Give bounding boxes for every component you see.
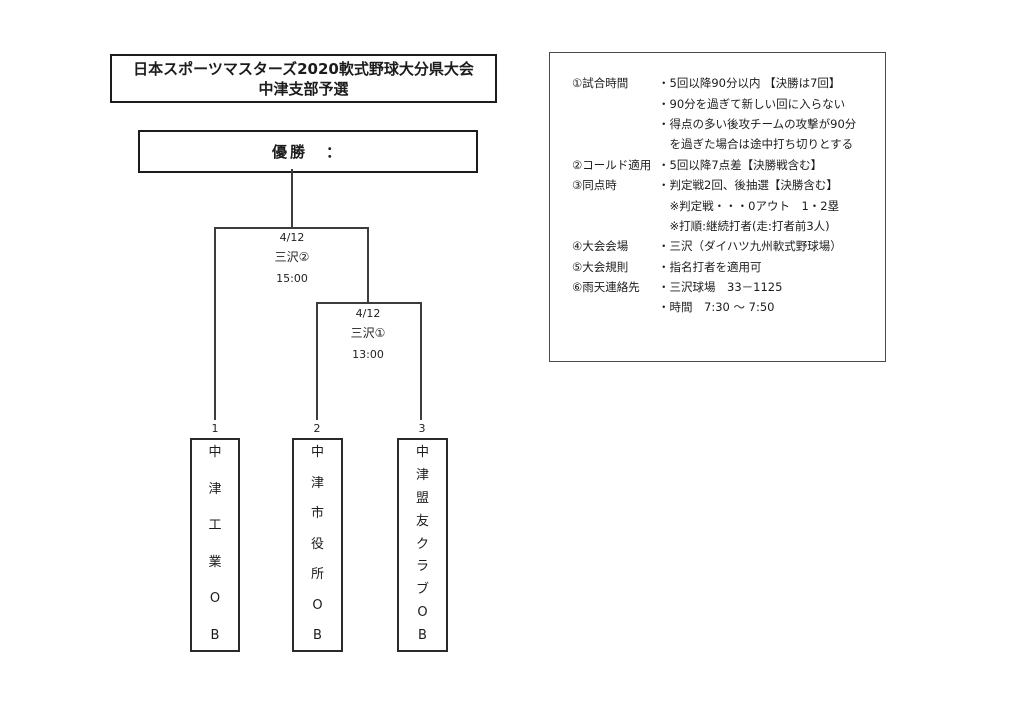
rule-text: ・時間 7:30 ～ 7:50 [658,300,775,315]
bracket-line-semi-horizontal [316,302,422,304]
rule-label: ②コールド適用 [572,157,652,172]
rule-row: ④大会会場 ・三沢（ダイハツ九州軟式野球場） [572,236,879,256]
rule-label: ④大会会場 [572,239,629,254]
semi-match-label: 4/12 三沢① 13:00 [323,307,413,361]
seed-number-3: 3 [418,422,426,435]
bracket-line-semi-left [316,302,318,420]
rule-row: ・時間 7:30 ～ 7:50 [572,297,879,317]
champion-label: 優勝 ： [271,143,344,161]
semi-date: 4/12 [355,307,381,320]
final-time: 15:00 [276,272,308,285]
rule-label: ⑥雨天連絡先 [572,280,640,295]
rule-text: ・三沢（ダイハツ九州軟式野球場） [658,239,842,254]
team2-char: 中 [310,445,324,460]
title-box: 日本スポーツマスターズ2020軟式野球大分県大会 中津支部予選 [110,54,497,103]
seed-number-2: 2 [313,422,321,435]
team2-char: 市 [310,506,324,521]
rule-row: ※打順:継続打者(走:打者前3人) [572,216,879,236]
rules-box: ①試合時間 ・5回以降90分以内 【決勝は7回】 ・90分を過ぎて新しい回に入ら… [549,52,886,362]
seed-number-1: 1 [211,422,219,435]
rule-row: ①試合時間 ・5回以降90分以内 【決勝は7回】 [572,73,879,93]
rule-row: ③同点時 ・判定戦2回、後抽選【決勝含む】 [572,175,879,195]
team1-char: O [209,591,221,607]
rule-row: を過ぎた場合は途中打ち切りとする [572,134,879,154]
team3-char: 津 [415,467,429,483]
semi-venue: 三沢① [350,326,386,340]
team3-char: 中 [415,445,429,460]
rule-text: ・90分を過ぎて新しい回に入らない [658,96,846,111]
team1-char: 津 [208,481,222,497]
rule-label: ③同点時 [572,178,617,193]
rule-row: ⑤大会規則 ・指名打者を適用可 [572,257,879,277]
champion-box: 優勝 ： [138,130,478,173]
rule-text: ・得点の多い後攻チームの攻撃が90分 [658,116,857,131]
team3-char: B [418,628,427,643]
bracket-line-final-right [367,227,369,304]
rule-row: ②コールド適用 ・5回以降7点差【決勝戦含む】 [572,155,879,175]
rule-label: ①試合時間 [572,76,629,91]
team1-char: B [210,627,220,643]
team1-char: 業 [208,554,222,570]
rule-text: ・5回以降90分以内 【決勝は7回】 [658,76,841,91]
final-venue: 三沢② [274,250,310,264]
team-box-nakatsu-kogyo-ob: 中 津 工 業 O B [190,438,240,652]
team1-char: 中 [208,445,222,460]
rule-row: ⑥雨天連絡先 ・三沢球場 33－1125 [572,277,879,297]
bracket-line-final-horizontal [214,227,369,229]
rule-text: を過ぎた場合は途中打ち切りとする [658,137,854,152]
rule-row: ※判定戦・・・0アウト 1・2塁 [572,195,879,215]
final-match-label: 4/12 三沢② 15:00 [247,231,337,285]
title-line2: 中津支部予選 [258,79,349,98]
team-box-nakatsu-shiyakusho-ob: 中 津 市 役 所 O B [292,438,343,652]
rule-text: ・判定戦2回、後抽選【決勝含む】 [658,178,838,193]
rule-row: ・90分を過ぎて新しい回に入らない [572,93,879,113]
title-line1: 日本スポーツマスターズ2020軟式野球大分県大会 [133,59,474,78]
rule-text: ・指名打者を適用可 [658,259,762,274]
rule-text: ※判定戦・・・0アウト 1・2塁 [658,198,840,213]
team3-char: ク [415,536,429,552]
semi-time: 13:00 [352,348,384,361]
team-box-nakatsu-meiyu-club-ob: 中 津 盟 友 ク ラ ブ O B [397,438,448,652]
bracket-line-semi-right [420,302,422,420]
team3-char: 盟 [415,490,429,506]
team1-char: 工 [208,518,222,534]
bracket-line-final-left [214,227,216,420]
team2-char: 所 [310,567,324,582]
final-date: 4/12 [279,231,305,244]
team2-char: O [312,597,323,613]
rule-text: ※打順:継続打者(走:打者前3人) [658,218,830,233]
rule-row: ・得点の多い後攻チームの攻撃が90分 [572,114,879,134]
team3-char: O [417,605,428,621]
team3-char: ブ [415,582,429,598]
rule-text: ・5回以降7点差【決勝戦含む】 [658,157,823,172]
team2-char: B [313,628,322,643]
rule-label: ⑤大会規則 [572,259,629,274]
bracket-line-champion-stub [291,169,293,227]
team3-char: 友 [415,513,429,529]
rule-text: ・三沢球場 33－1125 [658,280,783,295]
team2-char: 津 [310,475,324,491]
team3-char: ラ [415,559,429,575]
team2-char: 役 [310,536,324,552]
